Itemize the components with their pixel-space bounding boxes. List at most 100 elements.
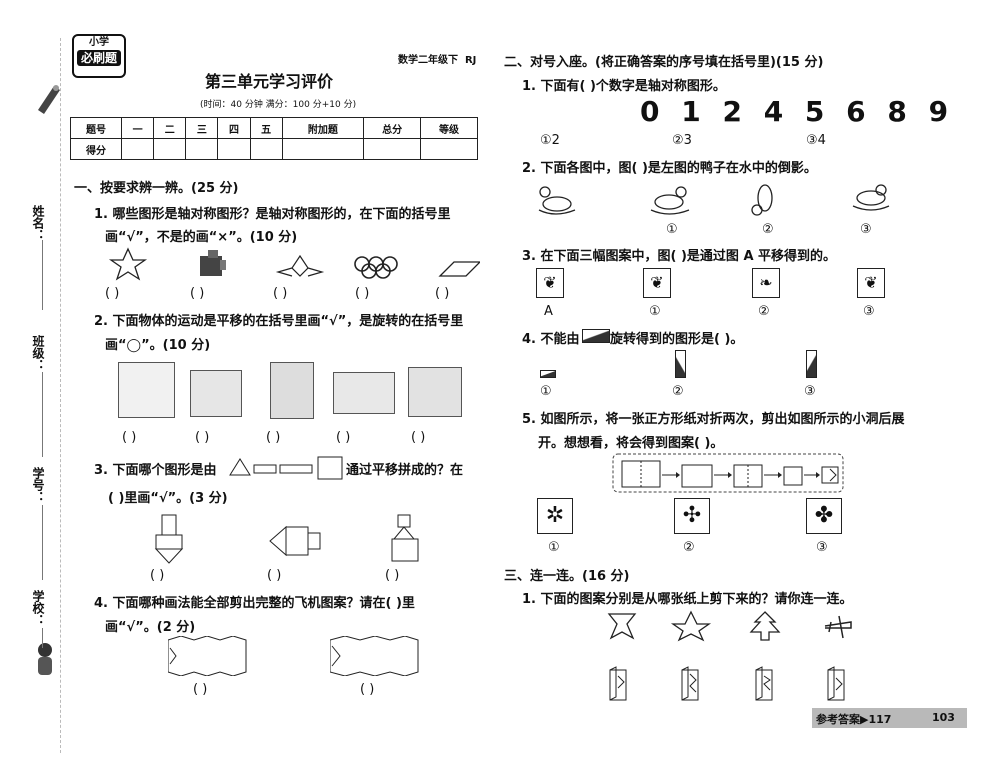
rotate-option-3: [806, 350, 817, 378]
s2-q1-opt1: ①2: [540, 133, 560, 148]
s1-q3-line2: ( )里画“√”。(3 分): [108, 491, 228, 506]
label-name: 姓名：: [31, 205, 45, 241]
score-cell[interactable]: [120, 138, 155, 160]
edition: RJ: [464, 55, 477, 66]
answer-paren[interactable]: ( ): [355, 286, 370, 301]
duck-option-3: [852, 184, 890, 211]
section1-heading: 一、按要求辨一辨。(25 分): [74, 181, 239, 196]
pattern-2: ❧: [752, 268, 780, 298]
cutout-shape-4: [824, 615, 852, 639]
answer-paren[interactable]: ( ): [336, 430, 351, 445]
score-cell[interactable]: [217, 138, 251, 160]
folded-paper: [681, 666, 699, 701]
leaf-figure: [275, 254, 325, 277]
cutout-shape-1: [607, 613, 637, 640]
s2-q4-opt1: ①: [540, 384, 552, 399]
brand-line1: 小学: [89, 37, 109, 48]
folded-paper: [827, 666, 845, 701]
score-header: 总分: [363, 117, 422, 139]
cutout-shape-3: [749, 611, 781, 641]
folded-paper-a: [168, 636, 247, 676]
answer-paren[interactable]: ( ): [385, 568, 400, 583]
label-class: 班级：: [31, 335, 45, 371]
block-figure: [200, 250, 226, 276]
score-cell[interactable]: [153, 138, 187, 160]
score-cell[interactable]: [363, 138, 422, 160]
pencil-sharpener-image: [270, 362, 314, 419]
answer-paren[interactable]: ( ): [267, 568, 282, 583]
s1-q1-line2: 画“√”，不是的画“×”。(10 分): [105, 230, 298, 245]
s2-q2-opt2: ②: [762, 222, 774, 237]
digits-row: 0 1 2 4 5 6 8 9: [640, 95, 955, 128]
name-field[interactable]: [42, 240, 43, 310]
answer-paren[interactable]: ( ): [435, 286, 450, 301]
rings-figure: [354, 256, 398, 279]
score-header: 三: [185, 117, 219, 139]
duck-original: [538, 186, 576, 215]
brand-logo: 小学 必刷题: [72, 34, 126, 78]
score-header: 题号: [70, 117, 122, 139]
answer-paren[interactable]: ( ): [266, 430, 281, 445]
class-field[interactable]: [42, 372, 43, 457]
s2-q5-line2: 开。想想看，将会得到图案( )。: [538, 436, 724, 451]
score-header: 二: [153, 117, 187, 139]
fold-process-diagram: [612, 453, 844, 493]
s2-q3-label-3: ③: [863, 304, 875, 319]
answer-paren[interactable]: ( ): [190, 286, 205, 301]
rotating-window-image: [408, 367, 462, 417]
s2-q1-text: 1. 下面有( )个数字是轴对称图形。: [522, 79, 726, 94]
q3-shapes: [229, 456, 343, 480]
score-row: 得分: [70, 138, 478, 160]
score-row-label: 得分: [70, 138, 122, 160]
option-shape: [391, 514, 419, 562]
folded-paper: [755, 666, 773, 701]
s2-q4-text2: 旋转得到的图形是( )。: [610, 332, 744, 347]
s1-q3-line1b: 通过平移拼成的？在: [346, 463, 464, 478]
number-field[interactable]: [42, 505, 43, 580]
q3-options: [154, 514, 419, 564]
page-footer: 参考答案▶117 103: [812, 708, 967, 728]
page-title: 第三单元学习评价: [205, 72, 334, 91]
score-cell[interactable]: [281, 138, 365, 160]
s2-q3-label-2: ②: [758, 304, 770, 319]
score-header: 附加题: [281, 117, 365, 139]
duck-images: [538, 184, 890, 216]
subject-label: 数学二年级下 RJ: [398, 51, 476, 66]
drawer-image: [333, 372, 395, 414]
answer-paren[interactable]: ( ): [195, 430, 210, 445]
s1-q3-line1a: 3. 下面哪个图形是由: [94, 463, 217, 478]
binding-line: [60, 38, 69, 753]
s2-q2-opt3: ③: [860, 222, 872, 237]
answer-paren[interactable]: ( ): [273, 286, 288, 301]
s2-q5-opt2: ②: [683, 540, 695, 555]
duck-option-2: [751, 184, 773, 216]
pattern-3: ❦: [857, 268, 885, 298]
s1-q1-line1: 1. 哪些图形是轴对称图形？是轴对称图形的，在下面的括号里: [94, 207, 451, 222]
score-header: 五: [249, 117, 283, 139]
answer-paren[interactable]: ( ): [411, 430, 426, 445]
s2-q3-text: 3. 在下面三幅图案中，图( )是通过图 A 平移得到的。: [522, 249, 837, 264]
s2-q5-opt1: ①: [548, 540, 560, 555]
answer-paren[interactable]: ( ): [105, 286, 120, 301]
rotate-option-2: [675, 350, 686, 378]
score-cell[interactable]: [185, 138, 219, 160]
page-number: 103: [932, 711, 955, 724]
answer-paren[interactable]: ( ): [150, 568, 165, 583]
s1-q2-line1: 2. 下面物体的运动是平移的在括号里画“√”，是旋转的在括号里: [94, 314, 464, 329]
answer-paren[interactable]: ( ): [360, 682, 375, 697]
s3-q1-text: 1. 下面的图案分别是从哪张纸上剪下来的？请你连一连。: [522, 592, 853, 607]
score-header: 等级: [420, 117, 478, 139]
score-cell[interactable]: [249, 138, 283, 160]
school-field[interactable]: [42, 628, 43, 648]
s2-q2-text: 2. 下面各图中，图( )是左图的鸭子在水中的倒影。: [522, 161, 817, 176]
s1-q2-line2: 画“◯”。(10 分): [105, 338, 211, 353]
subject: 数学二年级下: [398, 55, 458, 66]
cutout-shape-2: [670, 610, 712, 642]
s1-q4-line2: 画“√”。(2 分): [105, 620, 196, 635]
label-school: 学校：: [31, 590, 45, 626]
answer-paren[interactable]: ( ): [122, 430, 137, 445]
s2-q2-opt1: ①: [666, 222, 678, 237]
unfold-option-1: ✲: [537, 498, 573, 534]
answer-paren[interactable]: ( ): [193, 682, 208, 697]
score-cell[interactable]: [420, 138, 478, 160]
